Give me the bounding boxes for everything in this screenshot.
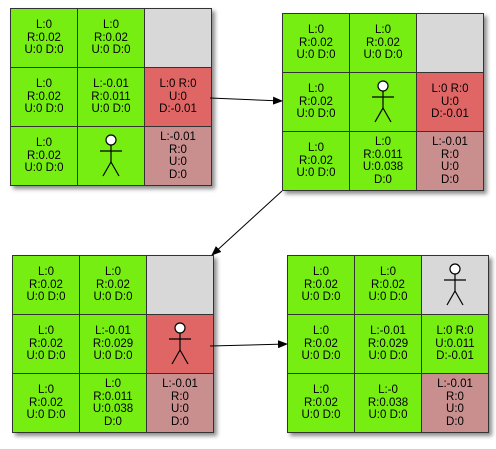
q-values: L:0 R:0.02 U:0 D:0	[26, 266, 66, 304]
grid-cell: L:0 R:0.02 U:0 D:0	[78, 9, 144, 67]
q-values: L:-0.01 R:0 U:0 D:0	[162, 378, 198, 428]
grid-cell: L:-0.01 R:0.011 U:0 D:0	[78, 68, 144, 126]
grid-cell: L:0 R:0 U:0 D:-0.01	[145, 68, 211, 126]
grid-cell	[422, 256, 488, 314]
q-values: L:0 R:0.02 U:0 D:0	[93, 266, 133, 304]
q-values: L:0 R:0.02 U:0 D:0	[368, 266, 408, 304]
grid-cell: L:-0.01 R:0 U:0 D:0	[417, 132, 483, 190]
q-values: L:0 R:0.02 U:0 D:0	[301, 266, 341, 304]
q-values: L:0 R:0 U:0.011 D:-0.01	[435, 325, 475, 363]
grid-cell: L:-0.01 R:0.029 U:0 D:0	[80, 315, 146, 373]
grid-cell: L:0 R:0 U:0 D:-0.01	[417, 73, 483, 131]
grid-cell: L:0 R:0.02 U:0 D:0	[350, 14, 416, 72]
q-values: L:0 R:0.02 U:0 D:0	[301, 384, 341, 422]
q-values: L:0 R:0.02 U:0 D:0	[296, 24, 336, 62]
grid-cell: L:0 R:0.02 U:0 D:0	[11, 9, 77, 67]
q-values: L:0 R:0.011 U:0.038 D:0	[92, 378, 134, 428]
grid-cell: L:-0.01 R:0 U:0 D:0	[422, 374, 488, 432]
q-values: L:0 R:0.02 U:0 D:0	[24, 78, 64, 116]
agent-figure-icon	[169, 322, 191, 365]
grid-cell: L:-0.01 R:0 U:0 D:0	[147, 374, 213, 432]
grid-cell: L:0 R:0.02 U:0 D:0	[283, 14, 349, 72]
q-values: L:-0.01 R:0 U:0 D:0	[437, 378, 473, 428]
q-values: L:0 R:0.02 U:0 D:0	[301, 325, 341, 363]
q-values: L:-0.01 R:0.029 U:0 D:0	[367, 325, 409, 363]
grid-step-4: L:0 R:0.02 U:0 D:0 L:0 R:0.02 U:0 D:0 L:…	[287, 255, 489, 433]
q-values: L:0 R:0.02 U:0 D:0	[91, 19, 131, 57]
grid-step-2: L:0 R:0.02 U:0 D:0 L:0 R:0.02 U:0 D:0 L:…	[282, 13, 484, 191]
q-values: L:0 R:0 U:0 D:-0.01	[431, 83, 469, 121]
q-values: L:0 R:0.02 U:0 D:0	[363, 24, 403, 62]
grid-cell: L:0 R:0.02 U:0 D:0	[283, 73, 349, 131]
grid-cell: L:0 R:0.02 U:0 D:0	[13, 374, 79, 432]
q-values: L:0 R:0.02 U:0 D:0	[26, 384, 66, 422]
agent-figure-icon	[372, 80, 394, 123]
grid-step-1: L:0 R:0.02 U:0 D:0 L:0 R:0.02 U:0 D:0 L:…	[10, 8, 212, 186]
q-values: L:-0.01 R:0 U:0 D:0	[160, 131, 196, 181]
grid-cell: L:0 R:0.02 U:0 D:0	[288, 374, 354, 432]
q-values: L:0 R:0.02 U:0 D:0	[26, 325, 66, 363]
q-values: L:-0 R:0.038 U:0 D:0	[367, 384, 409, 422]
grid-cell: L:0 R:0.02 U:0 D:0	[13, 256, 79, 314]
q-values: L:-0.01 R:0 U:0 D:0	[432, 136, 468, 186]
grid-cell: L:0 R:0.02 U:0 D:0	[283, 132, 349, 190]
grid-cell: L:0 R:0.02 U:0 D:0	[11, 127, 77, 185]
grid-cell	[350, 73, 416, 131]
q-values: L:0 R:0.02 U:0 D:0	[296, 83, 336, 121]
arrow-step-3-to-4	[209, 340, 288, 349]
q-values: L:0 R:0.011 U:0.038 D:0	[362, 136, 404, 186]
agent-figure-icon	[444, 263, 466, 306]
grid-cell	[417, 14, 483, 72]
grid-cell	[147, 256, 213, 314]
grid-cell: L:0 R:0.02 U:0 D:0	[80, 256, 146, 314]
grid-cell: L:-0 R:0.038 U:0 D:0	[355, 374, 421, 432]
grid-cell: L:0 R:0.02 U:0 D:0	[11, 68, 77, 126]
grid-cell: L:-0.01 R:0.029 U:0 D:0	[355, 315, 421, 373]
grid-cell: L:0 R:0.02 U:0 D:0	[288, 256, 354, 314]
grid-step-3: L:0 R:0.02 U:0 D:0 L:0 R:0.02 U:0 D:0 L:…	[12, 255, 214, 433]
q-values: L:-0.01 R:0.029 U:0 D:0	[92, 325, 134, 363]
grid-cell: L:0 R:0 U:0.011 D:-0.01	[422, 315, 488, 373]
grid-cell	[78, 127, 144, 185]
q-values: L:0 R:0.02 U:0 D:0	[24, 137, 64, 175]
grid-cell: L:-0.01 R:0 U:0 D:0	[145, 127, 211, 185]
grid-cell	[145, 9, 211, 67]
arrow-step-2-to-3	[211, 190, 283, 256]
q-values: L:-0.01 R:0.011 U:0 D:0	[91, 78, 131, 116]
q-values: L:0 R:0.02 U:0 D:0	[24, 19, 64, 57]
arrow-step-1-to-2	[209, 96, 283, 105]
grid-cell: L:0 R:0.02 U:0 D:0	[13, 315, 79, 373]
grid-cell: L:0 R:0.02 U:0 D:0	[355, 256, 421, 314]
agent-figure-icon	[100, 134, 122, 177]
grid-cell: L:0 R:0.011 U:0.038 D:0	[80, 374, 146, 432]
q-values: L:0 R:0.02 U:0 D:0	[296, 142, 336, 180]
grid-cell: L:0 R:0.02 U:0 D:0	[288, 315, 354, 373]
q-values: L:0 R:0 U:0 D:-0.01	[159, 78, 197, 116]
grid-cell: L:0 R:0.011 U:0.038 D:0	[350, 132, 416, 190]
grid-cell	[147, 315, 213, 373]
